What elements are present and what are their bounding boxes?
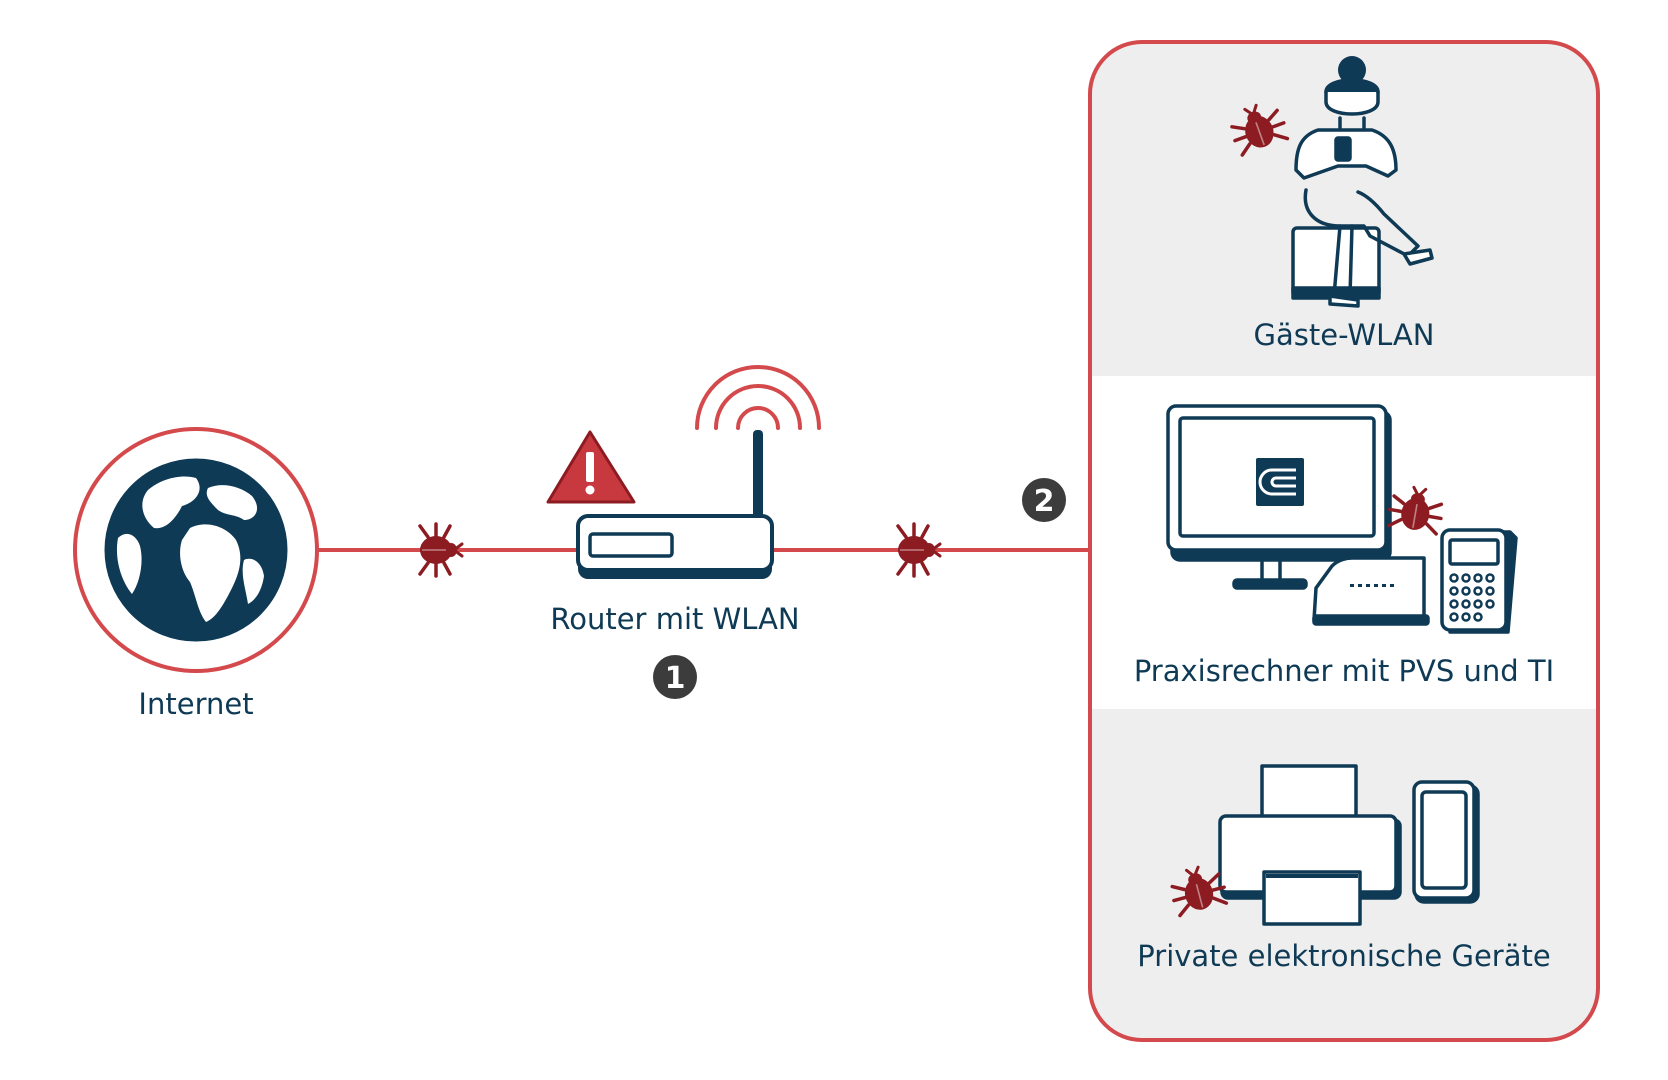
connection-step-number: 2	[1034, 484, 1055, 519]
panel-section-guest: Gäste-WLAN	[1224, 56, 1435, 352]
router-label: Router mit WLAN	[550, 602, 799, 636]
private-devices-label: Private elektronische Geräte	[1137, 939, 1550, 973]
wifi-router-icon	[576, 430, 774, 579]
malware-bug-icon	[896, 522, 942, 578]
router-node: Router mit WLAN 1	[546, 365, 821, 699]
guest-person-icon	[1291, 56, 1434, 308]
guest-wlan-label: Gäste-WLAN	[1254, 318, 1435, 352]
panel-section-practice: Praxisrechner mit PVS und TI	[1134, 404, 1554, 688]
warning-triangle-icon	[546, 430, 636, 504]
connection-step-badge: 2	[1022, 478, 1066, 522]
router-step-number: 1	[665, 661, 686, 696]
globe-icon	[104, 458, 288, 642]
practice-computer-label: Praxisrechner mit PVS und TI	[1134, 654, 1554, 688]
computer-terminal-icon	[1166, 404, 1518, 634]
printer-phone-icon	[1218, 764, 1480, 926]
internet-node: Internet	[73, 427, 319, 721]
malware-bug-icon	[418, 522, 464, 578]
internet-label: Internet	[138, 687, 253, 721]
wifi-signal-icon	[695, 365, 821, 430]
panel-section-private: Private elektronische Geräte	[1137, 764, 1551, 973]
router-step-badge: 1	[653, 655, 697, 699]
